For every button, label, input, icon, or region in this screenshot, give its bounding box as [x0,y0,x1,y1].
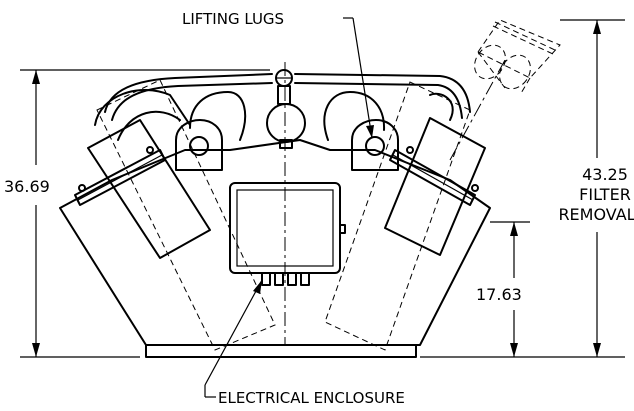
lifting-lugs-label: LIFTING LUGS [182,10,284,28]
dimension-filter-removal-value: 43.25 [582,165,628,184]
left-filter-canister [74,79,276,351]
electrical-enclosure-box [229,182,346,286]
electrical-enclosure-leader [204,279,263,398]
center-lifting-column [266,69,306,149]
right-filter-canister [324,81,486,351]
electrical-enclosure-label: ELECTRICAL ENCLOSURE [218,389,405,407]
dimension-lower-height-value: 17.63 [476,285,522,304]
lifting-lug-left [175,119,223,171]
dimension-filter-removal [420,19,625,358]
removed-filter-outline [449,19,561,161]
housing-body [59,139,491,346]
dimension-overall-height-value: 36.69 [4,177,50,196]
dimension-lower-height [490,221,530,357]
lifting-lug-right [351,119,399,171]
dimension-filter-removal-label-2: REMOVAL [558,205,634,224]
base-plate [145,344,417,358]
dimension-filter-removal-label-1: FILTER [579,185,631,204]
dimension-overall-height [20,69,270,358]
lifting-lugs-leader [343,17,374,139]
top-pipe-manifold [104,73,471,141]
